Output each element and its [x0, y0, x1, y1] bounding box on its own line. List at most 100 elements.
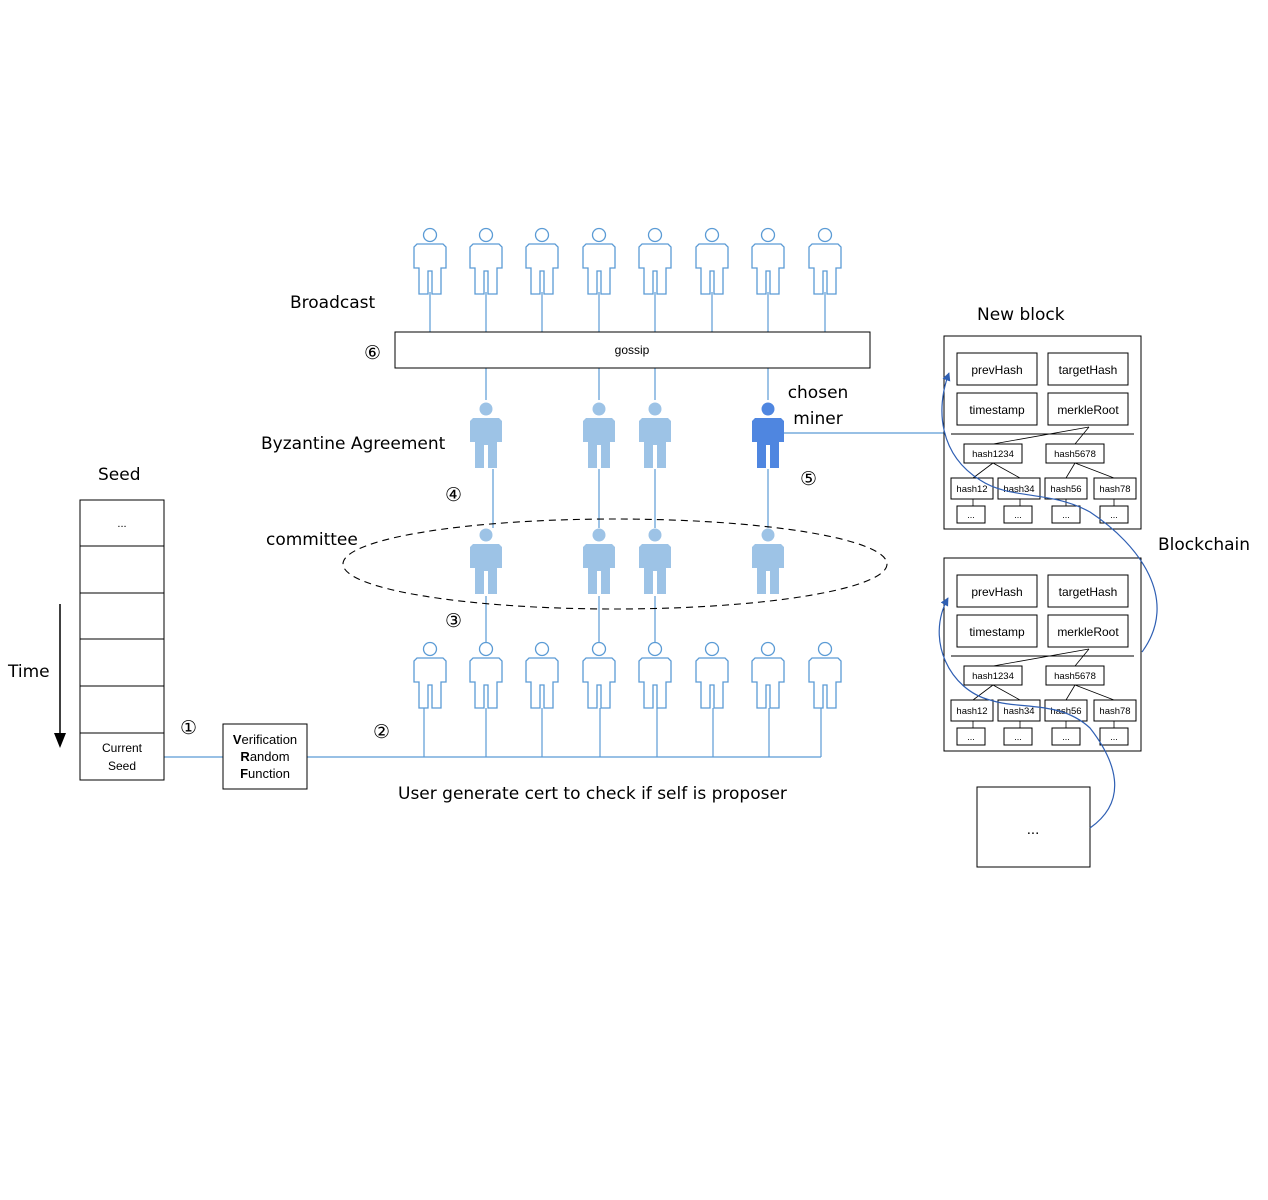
hash78-node — [1093, 477, 1137, 500]
blockchain-label: Blockchain — [1158, 535, 1250, 555]
leaf-data-label: ... — [1062, 732, 1070, 742]
new-block-label: New block — [977, 305, 1065, 325]
more-blocks-label: ... — [1027, 821, 1040, 838]
hash1234-label: hash1234 — [972, 671, 1014, 682]
user-outline-icon — [582, 227, 616, 295]
leaf-data-label: ... — [967, 510, 975, 520]
hash34-label: hash34 — [1003, 484, 1034, 495]
hash56-node — [1044, 477, 1088, 500]
candidate-user-row — [413, 641, 842, 709]
time-label: Time — [7, 662, 50, 682]
arrow-down-icon — [54, 604, 66, 748]
seed-stack — [79, 499, 165, 781]
hash34-label: hash34 — [1003, 706, 1034, 717]
user-outline-icon — [638, 227, 672, 295]
leaf-data-box — [1051, 727, 1081, 746]
hash1234-label: hash1234 — [972, 449, 1014, 460]
user-outline-icon — [808, 227, 842, 295]
leaf-data-box — [1051, 505, 1081, 524]
hash5678-node — [1045, 443, 1105, 464]
merkle-edge — [1065, 462, 1076, 479]
leaf-data-label: ... — [1014, 510, 1022, 520]
merkle-edge — [1065, 684, 1076, 701]
current-seed-line1: Current — [102, 741, 143, 755]
step-2-marker: ② — [373, 721, 390, 743]
step-6-marker: ⑥ — [364, 342, 381, 364]
merkle-edge — [992, 426, 1090, 445]
merkle-edge — [1074, 648, 1090, 667]
user-outline-icon — [751, 227, 785, 295]
user-outline-icon — [469, 641, 503, 709]
target-hash-label: targetHash — [1059, 363, 1118, 377]
chain-link-arrow-upper — [941, 372, 1158, 653]
hash34-node — [997, 699, 1041, 722]
prev-hash-label: prevHash — [971, 363, 1022, 377]
leaf-data-label: ... — [1014, 732, 1022, 742]
hash12-node — [950, 477, 994, 500]
chosen-miner-label-line1: chosen — [788, 383, 849, 403]
gossip-bar — [394, 331, 871, 369]
byzantine-agreement-label: Byzantine Agreement — [261, 434, 446, 454]
hash78-label: hash78 — [1099, 706, 1130, 717]
leaf-data-box — [1003, 505, 1033, 524]
timestamp-box — [956, 392, 1038, 426]
hash12-label: hash12 — [956, 706, 987, 717]
hash12-label: hash12 — [956, 484, 987, 495]
byzantine-user-row — [470, 402, 784, 468]
target-hash-box — [1047, 352, 1129, 386]
user-outline-icon — [751, 641, 785, 709]
vrf-box — [222, 723, 308, 790]
gossip-label: gossip — [615, 343, 650, 357]
merkle-root-label: merkleRoot — [1057, 403, 1119, 417]
timestamp-label: timestamp — [969, 403, 1025, 417]
hash12-node — [950, 699, 994, 722]
merkle-root-label: merkleRoot — [1057, 625, 1119, 639]
merkle-root-box — [1047, 392, 1129, 426]
leaf-data-box — [1099, 727, 1129, 746]
user-outline-icon — [525, 227, 559, 295]
user-filled-icon — [752, 528, 784, 594]
connection-lines — [164, 292, 944, 758]
hash56-node — [1044, 699, 1088, 722]
user-outline-icon — [413, 227, 447, 295]
step-1-marker: ① — [180, 717, 197, 739]
merkle-root-box — [1047, 614, 1129, 648]
current-seed-line2: Seed — [108, 759, 136, 773]
timestamp-label: timestamp — [969, 625, 1025, 639]
vrf-line1: Verification — [233, 732, 297, 747]
step-5-marker: ⑤ — [800, 468, 817, 490]
chain-link-arrow-lower — [938, 597, 1116, 829]
user-filled-icon — [583, 402, 615, 468]
merkle-edge — [992, 648, 1090, 667]
merkle-edge — [972, 462, 994, 479]
hash56-label: hash56 — [1050, 484, 1081, 495]
hash1234-node — [963, 665, 1023, 686]
prev-hash-label: prevHash — [971, 585, 1022, 599]
committee-user-row — [470, 528, 784, 594]
hash1234-node — [963, 443, 1023, 464]
merkle-edge — [972, 684, 994, 701]
broadcast-user-row — [413, 227, 842, 295]
user-outline-icon — [695, 641, 729, 709]
user-filled-icon — [470, 528, 502, 594]
leaf-data-box — [956, 505, 986, 524]
step-3-marker: ③ — [445, 610, 462, 632]
user-filled-icon — [639, 528, 671, 594]
merkle-edge — [1074, 462, 1115, 479]
user-outline-icon — [695, 227, 729, 295]
leaf-data-box — [1099, 505, 1129, 524]
committee-label: committee — [266, 530, 358, 550]
user-outline-icon — [808, 641, 842, 709]
miner-icon — [752, 402, 784, 468]
user-outline-icon — [525, 641, 559, 709]
hash5678-label: hash5678 — [1054, 449, 1096, 460]
merkle-edge — [992, 684, 1021, 701]
user-filled-icon — [639, 402, 671, 468]
vrf-line3: Function — [240, 766, 290, 781]
more-blocks-box — [976, 786, 1091, 868]
user-filled-icon — [583, 528, 615, 594]
user-outline-icon — [582, 641, 616, 709]
vrf-line2: Random — [240, 749, 289, 764]
new-block: prevHash targetHash timestamp merkleRoot has… — [943, 335, 1142, 530]
merkle-edge — [1074, 426, 1090, 445]
